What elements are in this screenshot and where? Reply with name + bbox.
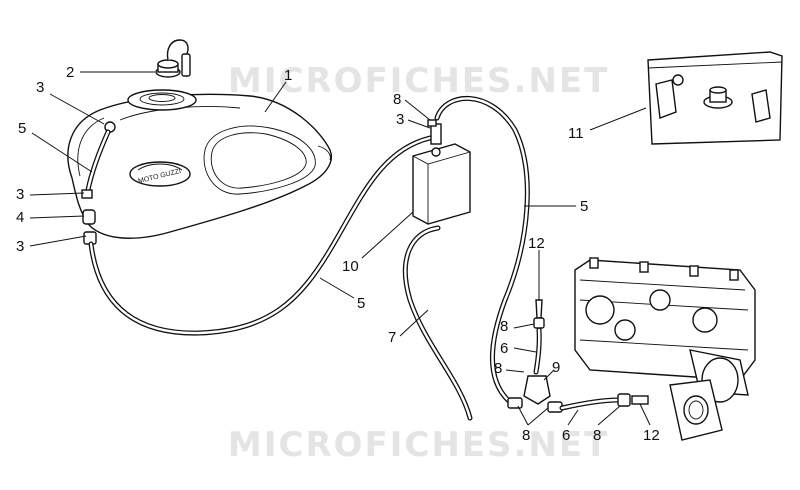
watermark-top: MICROFICHES.NET (228, 61, 609, 101)
callout-4: 4 (16, 209, 24, 226)
charcoal-canister (412, 119, 471, 225)
callout-8-right: 8 (593, 427, 601, 444)
throttle-body-assembly (574, 257, 756, 441)
fuel-tank (67, 93, 332, 239)
callout-1: 1 (284, 67, 292, 84)
leader-lines (29, 71, 651, 426)
callout-2: 2 (66, 64, 74, 81)
hose-5-engine (434, 96, 530, 405)
callout-3-mid: 3 (16, 186, 24, 203)
callout-3-low: 3 (16, 238, 24, 255)
callout-12-top: 12 (528, 235, 545, 252)
hose-7-drain (402, 225, 473, 421)
callout-8-mid: 8 (500, 318, 508, 335)
callout-5-left: 5 (18, 120, 26, 137)
callout-7: 7 (388, 329, 396, 346)
kit-bag (647, 51, 783, 145)
callout-3-canister: 3 (396, 111, 404, 128)
tee-fitting-assembly (507, 299, 649, 413)
callout-6-mid: 6 (500, 340, 508, 357)
callout-10: 10 (342, 258, 359, 275)
callout-5-bottom: 5 (357, 295, 365, 312)
moto-guzzi-badge: MOTO GUZZI (129, 161, 191, 187)
callout-8-bottom: 8 (522, 427, 530, 444)
callout-5-right: 5 (580, 198, 588, 215)
callout-8-tee: 8 (494, 360, 502, 377)
tank-filler-neck (127, 89, 197, 111)
callout-11: 11 (568, 125, 584, 142)
callout-6-bottom: 6 (562, 427, 570, 444)
hose-5-tank (88, 135, 433, 336)
callout-12-bottom: 12 (643, 427, 660, 444)
callout-9: 9 (552, 359, 560, 376)
callout-8-top: 8 (393, 91, 401, 108)
callouts: 2 1 3 5 3 4 3 8 3 10 5 7 5 11 12 8 6 8 9… (16, 64, 660, 444)
callout-3-top: 3 (36, 79, 44, 96)
fuel-cap (155, 39, 191, 78)
watermark-bottom: MICROFICHES.NET (228, 425, 609, 465)
